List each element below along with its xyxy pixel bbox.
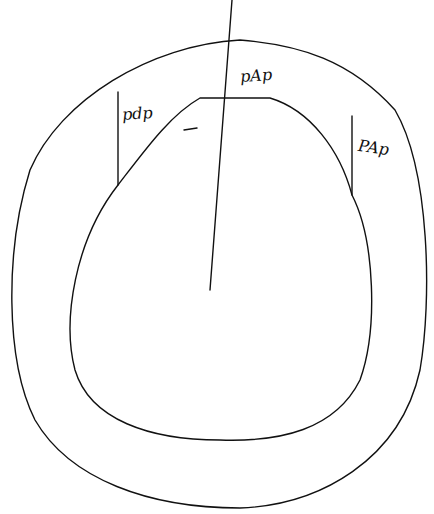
left-divider [117,92,118,185]
right-divider [351,116,352,195]
region-label: PAp [357,138,390,158]
axis-line [210,0,232,290]
small-dash [184,128,197,130]
outer-outline [12,40,427,508]
region-label: pAp [239,67,272,85]
region-label: pdp [121,105,153,123]
